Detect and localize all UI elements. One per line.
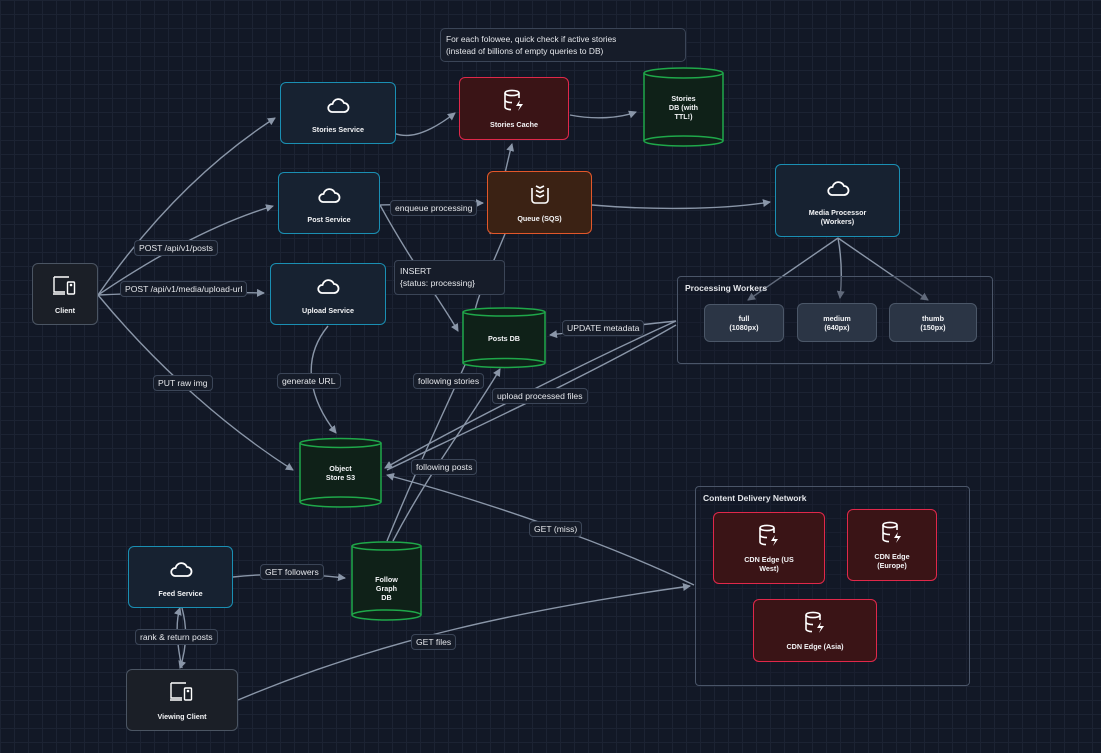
edge-cache-stories-db: [569, 110, 637, 119]
edge-label-post-upload-url: POST /api/v1/media/upload-url: [120, 281, 248, 298]
client-label: Client: [55, 305, 75, 315]
media-processor-label: Media Processor (Workers): [808, 207, 867, 226]
cloud-icon: [325, 93, 351, 119]
edge-label-put-raw-img: PUT raw img: [153, 375, 213, 392]
worker-full-label: full (1080px): [729, 314, 759, 332]
cdn-edge-asia-label: CDN Edge (Asia): [786, 642, 844, 651]
cdn-edge-europe-node[interactable]: CDN Edge (Europe): [847, 509, 937, 581]
edge-label-following-stories: following stories: [413, 373, 485, 390]
object-store-node[interactable]: Object Store S3: [299, 437, 382, 508]
database-bolt-icon: [756, 523, 782, 549]
stories-service-label: Stories Service: [312, 124, 364, 134]
edge-label-get-files: GET files: [411, 634, 457, 651]
cdn-edge-europe-label: CDN Edge (Europe): [874, 552, 910, 570]
queue-label: Queue (SQS): [517, 214, 562, 223]
upload-service-node[interactable]: Upload Service: [270, 263, 386, 325]
cylinder-shape: [462, 307, 546, 369]
stories-cache-note: For each folowee, quick check if active …: [440, 28, 686, 63]
post-service-label: Post Service: [307, 214, 351, 224]
cdn-edge-us-west-node[interactable]: CDN Edge (US West): [713, 512, 825, 584]
stories-db-label: Stories DB (with TTL!): [668, 93, 699, 121]
follow-graph-db-label: Follow Graph DB: [375, 575, 398, 602]
media-processor-node[interactable]: Media Processor (Workers): [775, 164, 900, 237]
cdn-edge-us-west-label: CDN Edge (US West): [744, 555, 794, 573]
viewing-client-node[interactable]: Viewing Client: [126, 669, 238, 731]
feed-service-node[interactable]: Feed Service: [128, 546, 233, 608]
stories-service-node[interactable]: Stories Service: [280, 82, 396, 144]
post-service-node[interactable]: Post Service: [278, 172, 380, 234]
cloud-icon: [316, 183, 342, 209]
cloud-icon: [168, 557, 194, 583]
cdn-group-title: Content Delivery Network: [703, 493, 807, 503]
cylinder-shape: [643, 67, 724, 147]
devices-icon: [52, 274, 78, 300]
stories-db-node[interactable]: Stories DB (with TTL!): [643, 67, 724, 147]
worker-medium-node[interactable]: medium (640px): [797, 303, 877, 342]
worker-full-node[interactable]: full (1080px): [704, 304, 784, 342]
follow-graph-db-node[interactable]: Follow Graph DB: [351, 541, 422, 621]
object-store-label: Object Store S3: [325, 463, 356, 482]
worker-thumb-label: thumb (150px): [920, 313, 946, 332]
edge-label-rank-return-posts: rank & return posts: [135, 629, 218, 646]
edge-label-insert: INSERT {status: processing}: [394, 260, 505, 295]
processing-workers-title: Processing Workers: [685, 283, 768, 293]
posts-db-node[interactable]: Posts DB: [462, 307, 546, 369]
feed-service-label: Feed Service: [158, 588, 203, 598]
worker-medium-label: medium (640px): [823, 313, 851, 332]
edge-label-upload-processed-files: upload processed files: [492, 388, 588, 405]
queue-icon: [527, 182, 553, 208]
worker-thumb-node[interactable]: thumb (150px): [889, 303, 977, 342]
viewing-client-label: Viewing Client: [157, 711, 207, 721]
edge-client-stories-service: [97, 117, 276, 296]
cdn-edge-asia-node[interactable]: CDN Edge (Asia): [753, 599, 877, 662]
cloud-icon: [315, 274, 341, 300]
edge-label-get-miss: GET (miss): [529, 521, 583, 538]
devices-icon: [169, 680, 195, 706]
edge-label-post-posts: POST /api/v1/posts: [134, 240, 218, 257]
database-bolt-icon: [802, 610, 828, 636]
edge-label-get-followers: GET followers: [260, 564, 324, 581]
cylinder-shape: [351, 541, 422, 621]
edge-label-enqueue-processing: enqueue processing: [390, 200, 478, 217]
edge-label-generate-url: generate URL: [277, 373, 341, 390]
database-bolt-icon: [501, 88, 527, 114]
edge-label-following-posts: following posts: [411, 459, 478, 476]
client-node[interactable]: Client: [32, 263, 98, 325]
edge-viewing-cdn: [237, 583, 691, 701]
cloud-icon: [825, 176, 851, 202]
stories-cache-label: Stories Cache: [490, 120, 538, 129]
stories-cache-node[interactable]: Stories Cache: [459, 77, 569, 140]
upload-service-label: Upload Service: [302, 305, 354, 315]
queue-node[interactable]: Queue (SQS): [487, 171, 592, 234]
database-bolt-icon: [879, 520, 905, 546]
edge-queue-media-processor: [591, 199, 771, 210]
edge-label-update-metadata: UPDATE metadata: [562, 320, 645, 337]
posts-db-label: Posts DB: [488, 333, 520, 343]
edge-follow-graph-posts-db-posts: [392, 368, 501, 542]
cylinder-shape: [299, 437, 382, 508]
